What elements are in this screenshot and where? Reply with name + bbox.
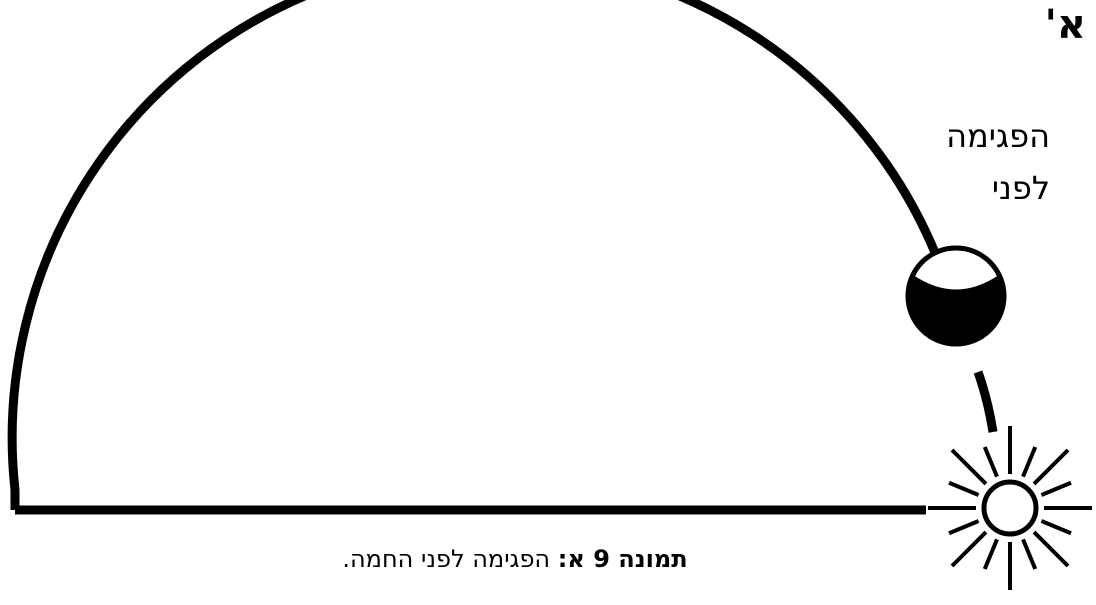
sun-ray bbox=[1041, 521, 1071, 533]
sun-ray bbox=[985, 447, 997, 477]
sky-arc bbox=[12, 0, 938, 510]
sun-ray bbox=[952, 450, 986, 484]
figure-caption: תמונה 9 א: הפגימה לפני החמה. bbox=[280, 545, 750, 573]
sun-ray bbox=[985, 539, 997, 569]
sun-ray bbox=[949, 521, 979, 533]
moon-label: הפגימה לפני bbox=[880, 110, 1050, 214]
moon-label-line-2: לפני bbox=[880, 162, 1050, 214]
sun-ray bbox=[1041, 483, 1071, 495]
caption-text: הפגימה לפני החמה. bbox=[342, 545, 557, 573]
moon-label-line-1: הפגימה bbox=[880, 110, 1050, 162]
sun-ray bbox=[1023, 539, 1035, 569]
sun-ray bbox=[1034, 532, 1068, 566]
panel-label: א' bbox=[1045, 2, 1086, 48]
caption-figure-number: תמונה 9 א: bbox=[558, 545, 688, 573]
sun-ray bbox=[1023, 447, 1035, 477]
sky-arc-lower bbox=[978, 372, 993, 432]
sun-ray bbox=[1034, 450, 1068, 484]
sun-ray bbox=[952, 532, 986, 566]
sun-ray bbox=[949, 483, 979, 495]
sun-icon bbox=[928, 426, 1092, 590]
moon-crescent-icon bbox=[908, 247, 1004, 344]
